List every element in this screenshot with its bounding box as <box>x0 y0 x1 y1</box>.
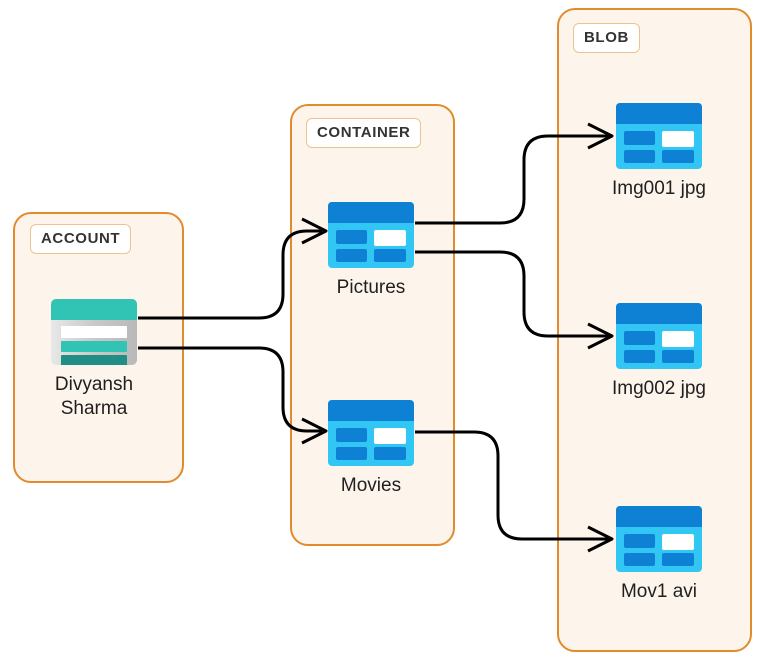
node-label-blob-mov1: Mov1 avi <box>620 581 698 602</box>
storage-account-icon <box>51 299 137 365</box>
blob-icon-cell-3 <box>624 150 655 163</box>
group-badge-container: CONTAINER <box>306 118 422 148</box>
account-icon-row-2 <box>61 341 127 352</box>
blob-icon-header <box>616 506 702 527</box>
container-icon-cell-3 <box>336 447 367 460</box>
blob-icon-cell-4 <box>662 150 694 163</box>
group-badge-account: ACCOUNT <box>30 224 132 254</box>
account-icon-row-3 <box>61 355 127 365</box>
node-account-divyansh[interactable]: Divyansh Sharma <box>14 299 174 421</box>
storage-blob-icon <box>616 506 702 572</box>
storage-container-icon <box>328 202 414 268</box>
node-blob-img001[interactable]: Img001 jpg <box>579 103 739 201</box>
container-icon-cell-2 <box>374 428 406 444</box>
container-icon-cell-1 <box>336 230 367 244</box>
node-label-blob-img002: Img002 jpg <box>611 378 706 399</box>
container-icon-header <box>328 400 414 421</box>
account-icon-header <box>51 299 137 320</box>
node-label-blob-img001: Img001 jpg <box>611 178 706 199</box>
container-icon-cell-1 <box>336 428 367 442</box>
blob-icon-cell-2 <box>662 331 694 347</box>
blob-icon-cell-1 <box>624 331 655 345</box>
blob-icon-cell-1 <box>624 534 655 548</box>
blob-icon-header <box>616 303 702 324</box>
node-label-container-movies: Movies <box>340 475 402 496</box>
storage-blob-icon <box>616 303 702 369</box>
node-blob-img002[interactable]: Img002 jpg <box>579 303 739 401</box>
container-icon-cell-4 <box>374 447 406 460</box>
blob-icon-cell-4 <box>662 553 694 566</box>
blob-icon-cell-4 <box>662 350 694 363</box>
node-blob-mov1[interactable]: Mov1 avi <box>579 506 739 604</box>
container-icon-header <box>328 202 414 223</box>
blob-icon-header <box>616 103 702 124</box>
blob-icon-cell-1 <box>624 131 655 145</box>
blob-icon-cell-2 <box>662 131 694 147</box>
container-icon-cell-3 <box>336 249 367 262</box>
node-container-movies[interactable]: Movies <box>291 400 451 498</box>
group-badge-blob: BLOB <box>573 23 640 53</box>
node-container-pictures[interactable]: Pictures <box>291 202 451 300</box>
node-label-account-divyansh: Divyansh Sharma <box>54 374 134 419</box>
storage-blob-icon <box>616 103 702 169</box>
blob-icon-cell-3 <box>624 350 655 363</box>
blob-icon-cell-2 <box>662 534 694 550</box>
account-icon-row-1 <box>61 326 127 338</box>
container-icon-cell-4 <box>374 249 406 262</box>
node-label-container-pictures: Pictures <box>336 277 406 298</box>
container-icon-cell-2 <box>374 230 406 246</box>
blob-icon-cell-3 <box>624 553 655 566</box>
storage-container-icon <box>328 400 414 466</box>
